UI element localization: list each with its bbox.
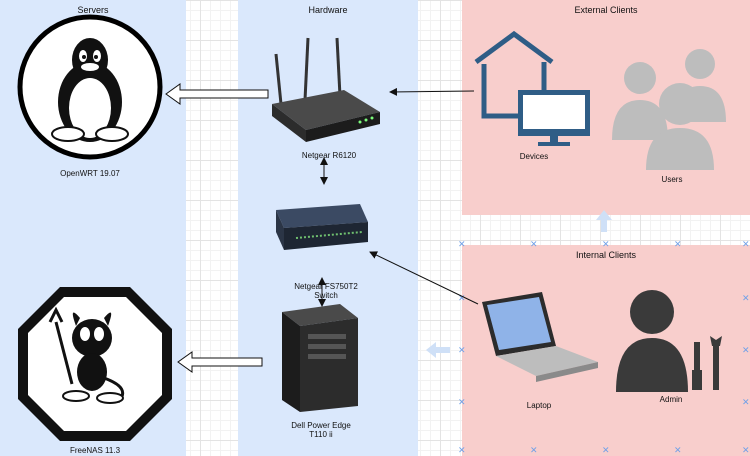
- connection-hint-arrow-up[interactable]: [596, 210, 612, 232]
- switch-label-line1: Netgear FS750T2: [294, 282, 358, 291]
- router-label: Netgear R6120: [301, 151, 357, 160]
- handle-mark[interactable]: ✕: [742, 445, 750, 455]
- devices-icon[interactable]: [474, 30, 590, 146]
- handle-mark[interactable]: ✕: [458, 239, 466, 249]
- openwrt-label: OpenWRT 19.07: [60, 169, 120, 178]
- freebsd-daemon-icon[interactable]: [18, 287, 172, 441]
- handle-mark[interactable]: ✕: [458, 293, 466, 303]
- handle-mark[interactable]: ✕: [602, 445, 610, 455]
- external-clients-panel-title: External Clients: [574, 5, 638, 15]
- handle-mark[interactable]: ✕: [458, 445, 466, 455]
- devices-label: Devices: [519, 152, 549, 161]
- users-label: Users: [661, 175, 683, 184]
- connector-devices-to-router[interactable]: [389, 87, 475, 96]
- server-label-line1: Dell Power Edge: [291, 421, 351, 430]
- hardware-panel-title: Hardware: [308, 5, 348, 15]
- internal-clients-panel-title: Internal Clients: [575, 250, 637, 260]
- laptop-icon[interactable]: [482, 292, 598, 382]
- connector-laptop-to-switch[interactable]: [369, 251, 479, 305]
- switch-label: Netgear FS750T2 Switch: [276, 282, 376, 300]
- tower-server-icon[interactable]: [282, 304, 358, 412]
- handle-mark[interactable]: ✕: [742, 239, 750, 249]
- router-icon[interactable]: [272, 37, 380, 142]
- switch-label-line2: Switch: [314, 291, 338, 300]
- laptop-label: Laptop: [526, 401, 552, 410]
- network-switch-icon[interactable]: [276, 204, 368, 250]
- server-label-line2: T110 ii: [309, 430, 333, 439]
- hollow-arrow-router-to-openwrt[interactable]: [165, 83, 269, 105]
- handle-mark[interactable]: ✕: [742, 293, 750, 303]
- handle-mark[interactable]: ✕: [602, 239, 610, 249]
- users-icon[interactable]: [612, 49, 726, 170]
- handle-mark[interactable]: ✕: [674, 239, 682, 249]
- handle-mark[interactable]: ✕: [530, 239, 538, 249]
- handle-mark[interactable]: ✕: [742, 345, 750, 355]
- handle-mark[interactable]: ✕: [742, 397, 750, 407]
- hollow-arrow-server-to-freenas[interactable]: [177, 351, 263, 373]
- admin-label: Admin: [659, 395, 683, 404]
- handle-mark[interactable]: ✕: [458, 397, 466, 407]
- handle-mark[interactable]: ✕: [674, 445, 682, 455]
- linux-tux-icon[interactable]: [17, 14, 163, 160]
- freenas-label: FreeNAS 11.3: [69, 446, 121, 455]
- servers-panel-title: Servers: [77, 5, 109, 15]
- handle-mark[interactable]: ✕: [530, 445, 538, 455]
- server-label: Dell Power Edge T110 ii: [276, 421, 366, 439]
- connection-hint-arrow-left[interactable]: [426, 342, 450, 358]
- admin-icon[interactable]: [616, 290, 722, 392]
- handle-mark[interactable]: ✕: [458, 345, 466, 355]
